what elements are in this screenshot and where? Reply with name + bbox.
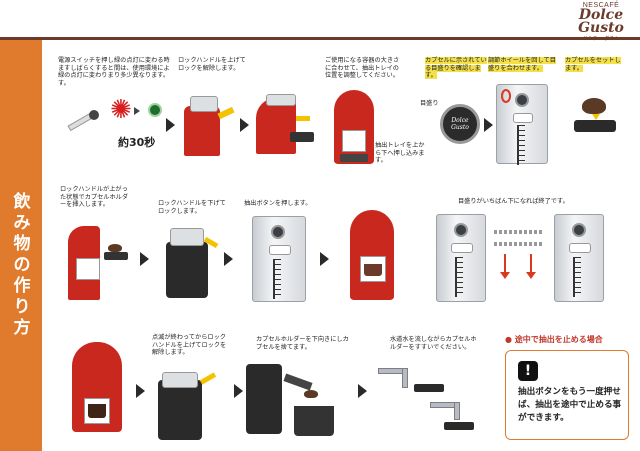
sidebar-title: 飲み物の作り方	[9, 192, 35, 339]
brew-button-panel-illustration	[252, 216, 306, 302]
row3-step3-caption: 水道水を流しながらカプセルホルダーをすすいでください。	[390, 336, 477, 351]
brand-line3: Gusto	[578, 20, 624, 36]
rinse-holder-illustration	[374, 362, 484, 442]
brand-line2: Dolce	[578, 7, 624, 23]
brand-line1: NESCAFÉ	[582, 2, 620, 9]
green-light-icon	[148, 103, 162, 117]
stop-brew-box: ! 抽出ボタンをもう一度押せば、抽出を途中で止める事ができます。	[505, 350, 629, 440]
row1-step1-caption: 電源スイッチを押しますしばらくすると緑の点灯に変わります。	[58, 57, 114, 87]
exclamation-icon: !	[518, 361, 538, 381]
machine-lock-down-illustration	[162, 224, 222, 300]
top-bar: NESCAFÉ Dolce Gusto ドルチェ グスト	[0, 0, 640, 42]
machine-brewing-illustration	[344, 206, 402, 304]
brand-line4: ドルチェ グスト	[582, 36, 620, 42]
row1-tray-caption: 抽出トレイを上から下へ押し込みます。	[375, 142, 425, 165]
machine-unlock-illustration	[154, 370, 228, 442]
arrow-icon	[320, 252, 329, 266]
machine-lever-up-illustration	[180, 90, 240, 160]
sidebar-title-char: み	[13, 213, 31, 233]
arrow-icon	[134, 107, 140, 115]
arrow-icon	[240, 118, 249, 132]
sidebar-title-char: 作	[13, 276, 31, 296]
row1-step2-caption: 緑の点灯に変わる時間は、使用環境により多少異なります。	[114, 57, 170, 80]
arrow-icon	[166, 118, 175, 132]
machine-tray-illustration	[252, 90, 322, 160]
scale-label: 目盛り	[420, 100, 439, 107]
sidebar-title-char: の	[13, 255, 31, 275]
brand-logo: NESCAFÉ Dolce Gusto ドルチェ グスト	[570, 2, 632, 42]
row2-step2-caption: ロックハンドルを下げてロックします。	[158, 200, 226, 215]
discard-capsule-illustration	[244, 360, 354, 440]
finish-panel-end	[554, 214, 604, 302]
stop-brew-text: 抽出ボタンをもう一度押せば、抽出を途中で止める事ができます。	[518, 387, 622, 423]
timer-label: 約30秒	[118, 136, 156, 149]
machine-insert-capsule-illustration	[64, 222, 134, 302]
sidebar-title-char: 方	[13, 318, 31, 338]
row1-set-text: カプセルをセットします。	[565, 57, 621, 72]
arrow-icon	[136, 384, 145, 398]
dial-panel-illustration	[496, 84, 548, 165]
row1-dial-caption: 調節ホイールを回して目盛りを合わせます。	[488, 57, 558, 72]
arrow-icon	[140, 252, 149, 266]
row1-step3-caption: ロックハンドルを上げてロックを解除します。	[178, 57, 246, 72]
progress-arrows-illustration	[490, 224, 550, 284]
row2-step3-caption: 抽出ボタンを押します。	[244, 200, 312, 207]
row1-set-caption: カプセルをセットします。	[565, 57, 625, 72]
row1-dial-text: 調節ホイールを回して目盛りを合わせます。	[488, 57, 556, 72]
arrow-icon	[484, 118, 493, 132]
row2-finish-caption: 目盛りがいちばん下になれば終了です。	[458, 198, 569, 205]
row1-step4-caption: ご使用になる容器の大きさに合わせて、抽出トレイの位置を調整してください。	[325, 57, 400, 80]
machine-done-illustration	[68, 338, 132, 438]
arrow-icon	[224, 252, 233, 266]
red-light-icon: ✺	[110, 95, 132, 125]
sidebar-title-char: り	[13, 297, 31, 317]
arrow-icon	[358, 384, 367, 398]
row3-step2-caption: カプセルホルダーを下向きにしカプセルを捨てます。	[256, 336, 349, 351]
sidebar-title-char: 物	[13, 234, 31, 254]
finish-panel-start	[436, 214, 486, 302]
row2-step1-caption: ロックハンドルが上がった状態でカプセルホルダーを挿入します。	[60, 186, 129, 209]
row1-capsule-text: カプセルに示されている目盛りを確認します。	[425, 57, 487, 80]
stop-brew-title: ● 途中で抽出を止める場合	[505, 335, 603, 344]
machine-cup-adjust-illustration	[330, 90, 378, 170]
power-switch-illustration	[65, 110, 105, 140]
sidebar: 飲み物の作り方	[0, 40, 42, 451]
sidebar-title-char: 飲	[13, 192, 31, 212]
capsule-set-illustration	[570, 92, 620, 142]
row3-step1-caption: 点滅が終わってからロックハンドルを上げてロックを解除します。	[152, 334, 227, 357]
row1-capsule-caption: カプセルに示されている目盛りを確認します。	[425, 57, 491, 80]
arrow-icon	[234, 384, 243, 398]
